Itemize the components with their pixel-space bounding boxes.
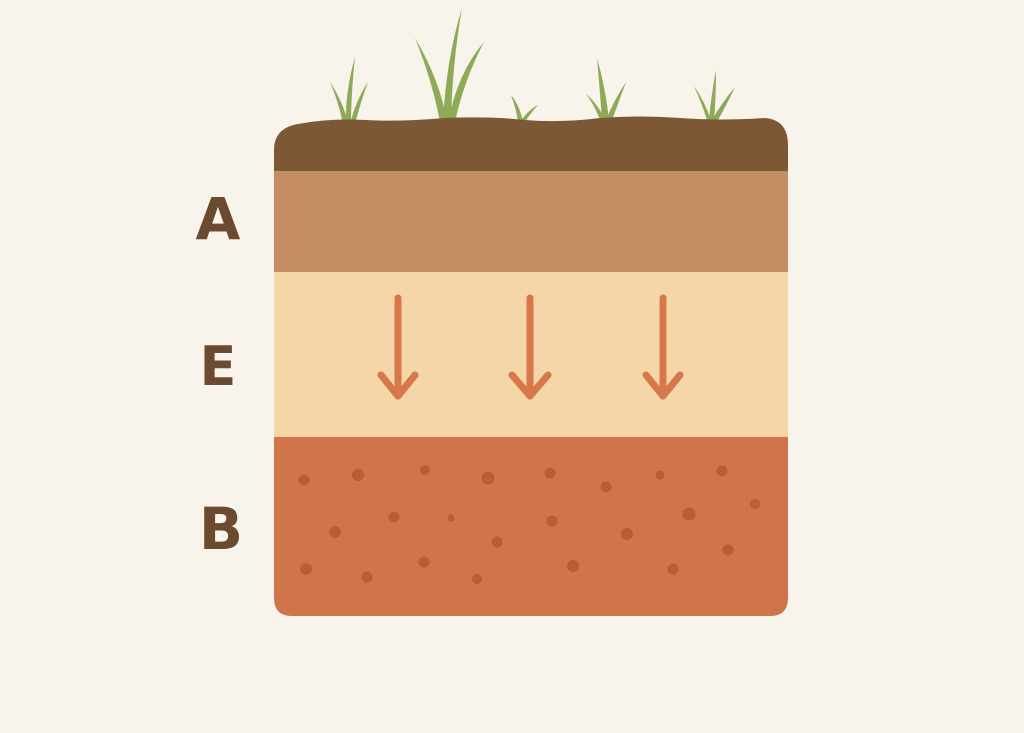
grass-tufts <box>330 8 735 124</box>
horizon-b-label: B <box>198 495 244 563</box>
horizon-e-label: E <box>199 335 237 398</box>
topsoil-layer <box>274 116 788 172</box>
clay-particles <box>298 465 760 584</box>
down-arrow-icon <box>508 294 552 400</box>
down-arrow-icon <box>377 294 419 400</box>
horizon-b-layer <box>274 437 788 616</box>
down-arrow-icon <box>642 294 684 400</box>
leaching-arrows <box>377 294 684 400</box>
horizon-a-layer <box>274 171 788 272</box>
horizon-a-label: A <box>195 185 241 253</box>
soil-block <box>274 116 788 616</box>
